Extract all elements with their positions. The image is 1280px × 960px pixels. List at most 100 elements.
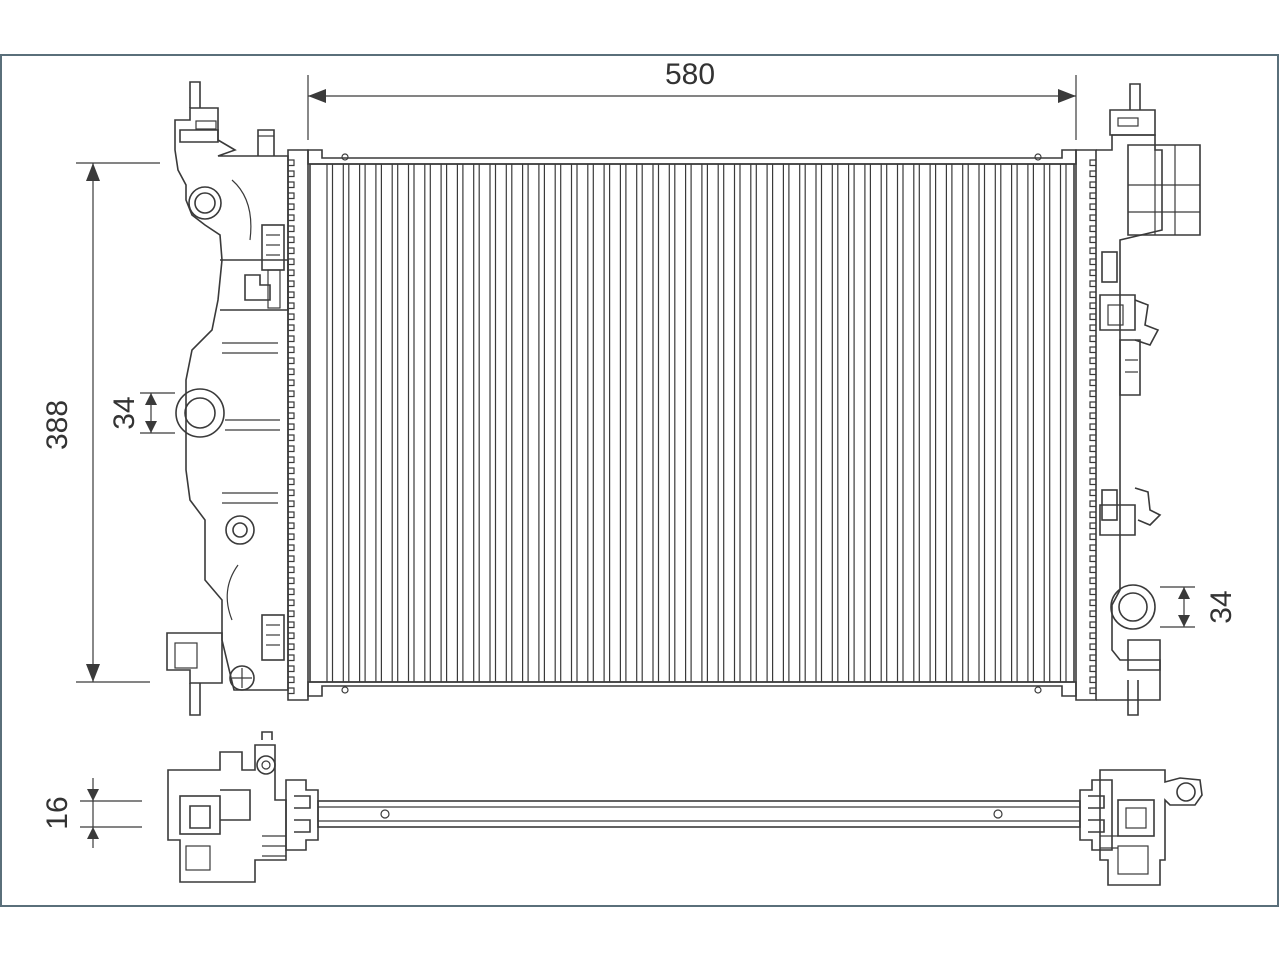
- crimp-tooth: [288, 214, 295, 222]
- crimp-tooth: [288, 346, 295, 354]
- crimp-tooth: [288, 676, 295, 684]
- crimp-tooth: [1089, 610, 1096, 618]
- crimp-tooth: [1089, 291, 1096, 299]
- crimp-tooth: [288, 247, 295, 255]
- inlet-diameter-dimension: 34: [108, 392, 175, 434]
- left-crimps: [288, 159, 295, 695]
- crimp-tooth: [1089, 225, 1096, 233]
- crimp-tooth: [288, 654, 295, 662]
- width-dimension-label: 580: [665, 58, 715, 91]
- crimp-tooth: [1089, 654, 1096, 662]
- crimp-tooth: [288, 566, 295, 574]
- crimp-tooth: [1089, 236, 1096, 244]
- crimp-tooth: [288, 544, 295, 552]
- crimp-tooth: [1089, 357, 1096, 365]
- crimp-tooth: [1089, 269, 1096, 277]
- crimp-tooth: [288, 456, 295, 464]
- crimp-tooth: [288, 357, 295, 365]
- core-depth-dimension: 16: [41, 778, 142, 848]
- height-dimension-label: 388: [41, 400, 74, 450]
- crimp-tooth: [288, 489, 295, 497]
- crimp-tooth: [1089, 687, 1096, 695]
- crimp-tooth: [1089, 379, 1096, 387]
- crimp-tooth: [1089, 533, 1096, 541]
- crimp-tooth: [288, 313, 295, 321]
- crimp-tooth: [288, 192, 295, 200]
- crimp-tooth: [1089, 511, 1096, 519]
- crimp-tooth: [1089, 302, 1096, 310]
- crimp-tooth: [1089, 203, 1096, 211]
- crimp-tooth: [288, 467, 295, 475]
- crimp-tooth: [1089, 676, 1096, 684]
- crimp-tooth: [1089, 258, 1096, 266]
- crimp-tooth: [288, 412, 295, 420]
- crimp-tooth: [288, 170, 295, 178]
- crimp-tooth: [1089, 665, 1096, 673]
- crimp-tooth: [1089, 621, 1096, 629]
- crimp-tooth: [288, 203, 295, 211]
- crimp-tooth: [288, 643, 295, 651]
- crimp-tooth: [1089, 577, 1096, 585]
- crimp-tooth: [288, 632, 295, 640]
- crimp-tooth: [1089, 566, 1096, 574]
- crimp-tooth: [1089, 346, 1096, 354]
- right-tank: [1075, 83, 1201, 716]
- crimp-tooth: [1089, 159, 1096, 167]
- core-fins: [326, 164, 1067, 682]
- crimp-tooth: [1089, 555, 1096, 563]
- crimp-tooth: [288, 379, 295, 387]
- outlet-diameter-dimension: 34: [1160, 586, 1238, 628]
- crimp-tooth: [288, 335, 295, 343]
- crimp-tooth: [1089, 489, 1096, 497]
- crimp-tooth: [288, 500, 295, 508]
- crimp-tooth: [288, 423, 295, 431]
- crimp-tooth: [1089, 214, 1096, 222]
- inlet-diameter-label: 34: [108, 396, 141, 429]
- crimp-tooth: [1089, 500, 1096, 508]
- crimp-tooth: [1089, 434, 1096, 442]
- crimp-tooth: [1089, 390, 1096, 398]
- drawing-frame: [0, 54, 1279, 907]
- crimp-tooth: [288, 324, 295, 332]
- crimp-tooth: [288, 269, 295, 277]
- crimp-tooth: [288, 302, 295, 310]
- crimp-tooth: [1089, 599, 1096, 607]
- right-crimps: [1089, 159, 1096, 695]
- crimp-tooth: [288, 225, 295, 233]
- crimp-tooth: [288, 159, 295, 167]
- crimp-tooth: [288, 258, 295, 266]
- crimp-tooth: [288, 687, 295, 695]
- crimp-tooth: [288, 621, 295, 629]
- crimp-tooth: [288, 181, 295, 189]
- crimp-tooth: [1089, 412, 1096, 420]
- left-tank: [166, 81, 309, 716]
- crimp-tooth: [1089, 280, 1096, 288]
- crimp-tooth: [1089, 247, 1096, 255]
- crimp-tooth: [288, 533, 295, 541]
- crimp-tooth: [1089, 544, 1096, 552]
- crimp-tooth: [288, 291, 295, 299]
- crimp-tooth: [288, 577, 295, 585]
- crimp-tooth: [1089, 423, 1096, 431]
- crimp-tooth: [288, 236, 295, 244]
- crimp-tooth: [1089, 324, 1096, 332]
- top-view: [167, 731, 1203, 886]
- crimp-tooth: [1089, 335, 1096, 343]
- crimp-tooth: [288, 445, 295, 453]
- crimp-tooth: [1089, 181, 1096, 189]
- crimp-tooth: [1089, 478, 1096, 486]
- width-dimension: 580: [307, 58, 1077, 140]
- crimp-tooth: [288, 368, 295, 376]
- crimp-tooth: [1089, 445, 1096, 453]
- crimp-tooth: [1089, 368, 1096, 376]
- radiator-core: [307, 149, 1077, 697]
- crimp-tooth: [1089, 192, 1096, 200]
- crimp-tooth: [288, 665, 295, 673]
- outlet-diameter-label: 34: [1205, 590, 1238, 623]
- crimp-tooth: [288, 610, 295, 618]
- crimp-tooth: [1089, 467, 1096, 475]
- crimp-tooth: [1089, 632, 1096, 640]
- crimp-tooth: [1089, 456, 1096, 464]
- crimp-tooth: [1089, 588, 1096, 596]
